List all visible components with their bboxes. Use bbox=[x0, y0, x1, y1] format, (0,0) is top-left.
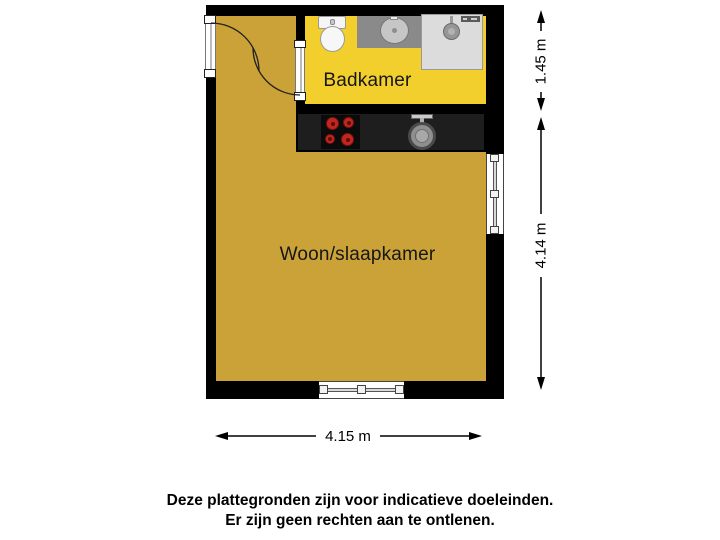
window-bottom bbox=[319, 381, 404, 399]
wall-bathroom-bottom bbox=[296, 104, 486, 113]
dimension-label-total-width: 4.15 m bbox=[316, 424, 380, 448]
shower-icon bbox=[421, 14, 483, 70]
bathroom-door-swing-arc bbox=[252, 47, 301, 96]
wall-left-upper bbox=[206, 5, 216, 23]
cooktop-icon bbox=[321, 115, 360, 149]
toilet-icon bbox=[318, 16, 346, 52]
footer-disclaimer-line2: Er zijn geen rechten aan te ontlenen. bbox=[225, 512, 495, 529]
washbasin-icon bbox=[357, 16, 430, 48]
front-door-jamb-bottom bbox=[204, 69, 216, 78]
front-door-jamb-top bbox=[204, 15, 216, 24]
room-woon-slaapkamer-floor-main bbox=[216, 151, 486, 381]
bathroom-door-jamb-top bbox=[294, 40, 306, 48]
wall-bathroom-divider-upper bbox=[296, 5, 305, 47]
wall-left-lower bbox=[206, 70, 216, 399]
kitchen-sink-icon bbox=[406, 113, 438, 152]
footer-disclaimer: Deze plattegronden zijn voor indicatieve… bbox=[0, 491, 720, 531]
wall-bathroom-divider-lower bbox=[296, 92, 305, 113]
dimension-label-bathroom-depth: 1.45 m bbox=[527, 31, 554, 92]
footer-disclaimer-line1: Deze plattegronden zijn voor indicatieve… bbox=[166, 492, 554, 509]
front-door-swing-arc bbox=[210, 22, 260, 72]
wall-top bbox=[206, 5, 504, 16]
window-right bbox=[486, 154, 504, 234]
room-label-woon-slaapkamer: Woon/slaapkamer bbox=[279, 244, 436, 265]
dimension-label-living-depth: 4.14 m bbox=[527, 214, 554, 277]
bathroom-door-jamb-bottom bbox=[294, 92, 306, 101]
room-label-badkamer: Badkamer bbox=[323, 70, 412, 91]
